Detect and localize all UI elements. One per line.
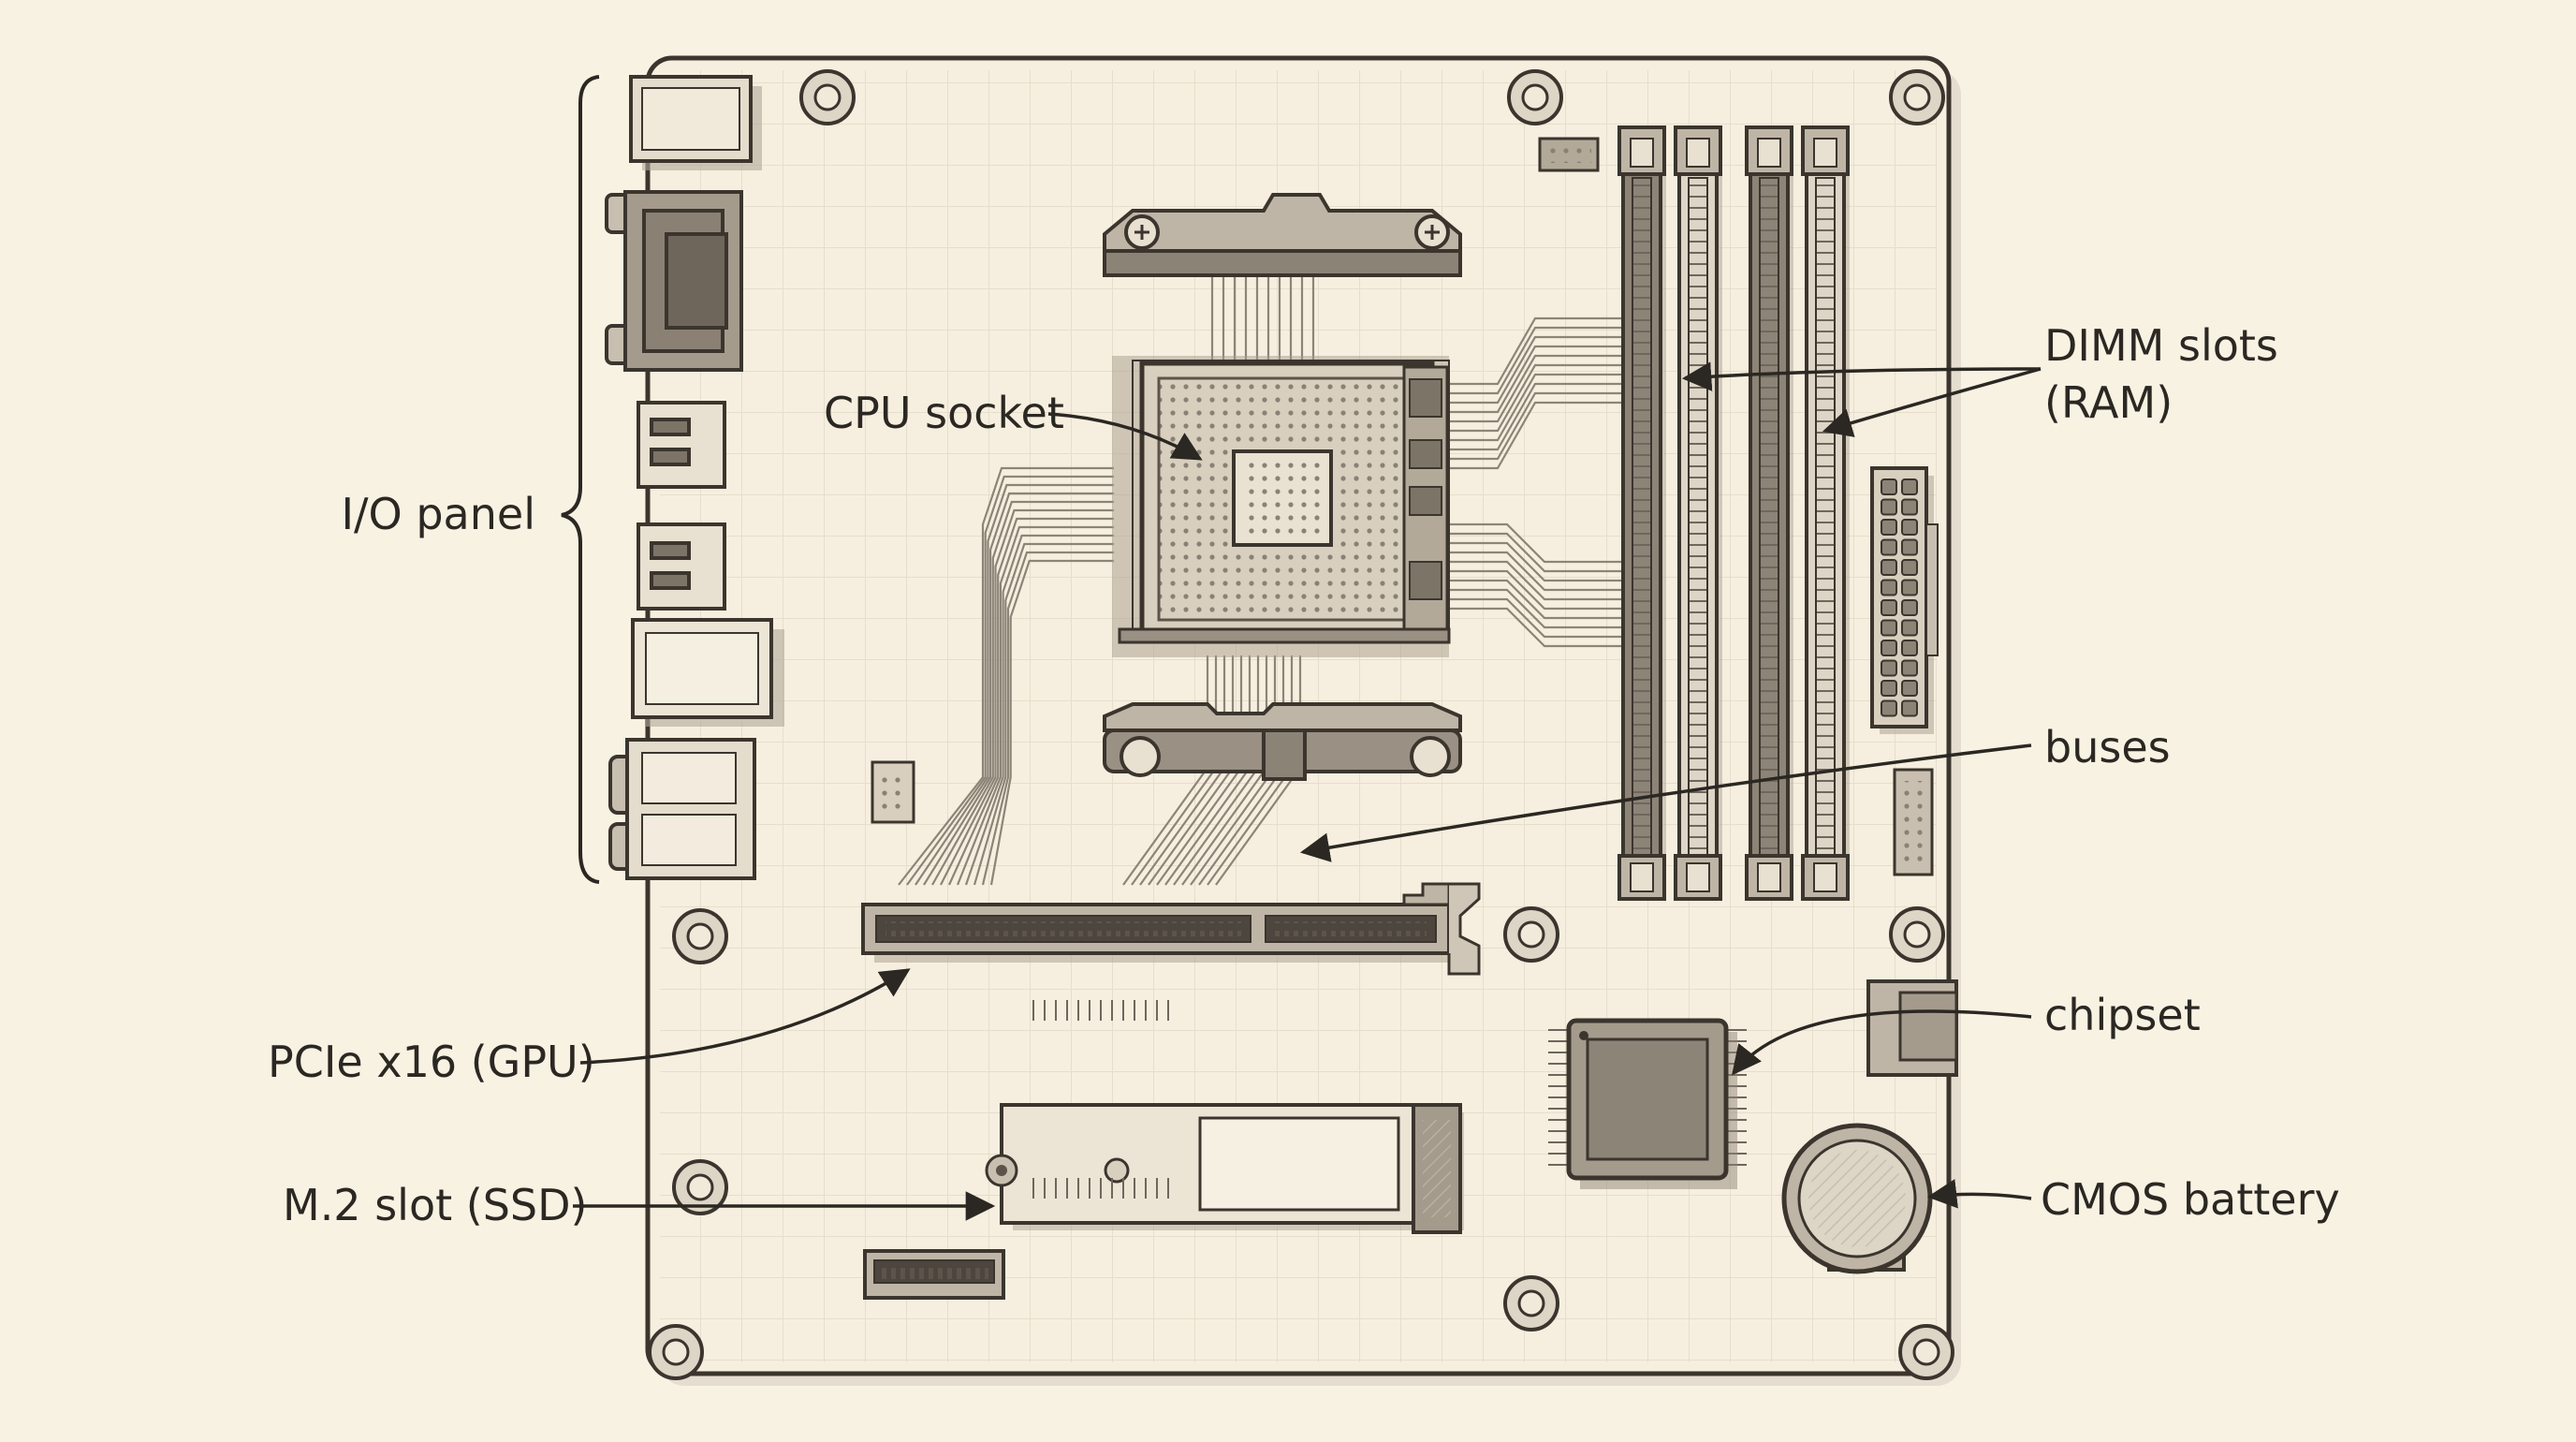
dimm-slot — [1676, 127, 1722, 899]
atx-power-connector — [1872, 468, 1938, 734]
mounting-hole — [1891, 908, 1943, 961]
label-buses: buses — [2044, 722, 2171, 772]
mounting-hole — [801, 71, 854, 124]
dimm-slot — [1747, 127, 1793, 899]
pcie-x1-slot — [865, 1251, 1003, 1298]
io-panel-brace — [562, 77, 599, 882]
label-io-panel: I/O panel — [341, 489, 535, 539]
label-pcie: PCIe x16 (GPU) — [268, 1037, 595, 1087]
label-dimm-ram: (RAM) — [2044, 377, 2173, 428]
dimm-slot — [1619, 127, 1666, 899]
mounting-hole — [1505, 1277, 1558, 1330]
mounting-hole — [674, 910, 726, 963]
label-dimm-slots: DIMM slots — [2044, 320, 2278, 371]
cpu-retention-bottom — [1105, 704, 1460, 779]
m2-slot — [987, 1105, 1464, 1232]
capacitor-block — [1868, 979, 1958, 1077]
mounting-hole — [650, 1326, 702, 1378]
cmos-battery — [1784, 1126, 1930, 1272]
mounting-hole — [1900, 1326, 1953, 1378]
mounting-hole — [1509, 71, 1561, 124]
small-header — [872, 762, 914, 822]
label-chipset: chipset — [2044, 990, 2201, 1040]
mounting-hole — [1505, 908, 1558, 961]
dimm-slot — [1803, 127, 1850, 899]
label-cpu-socket: CPU socket — [824, 388, 1064, 438]
cpu-socket — [1112, 356, 1449, 657]
label-m2: M.2 slot (SSD) — [283, 1180, 587, 1230]
mounting-hole — [1891, 71, 1943, 124]
front-panel-header — [1895, 770, 1932, 875]
label-cmos: CMOS battery — [2041, 1174, 2340, 1225]
fan-header — [1540, 139, 1598, 170]
